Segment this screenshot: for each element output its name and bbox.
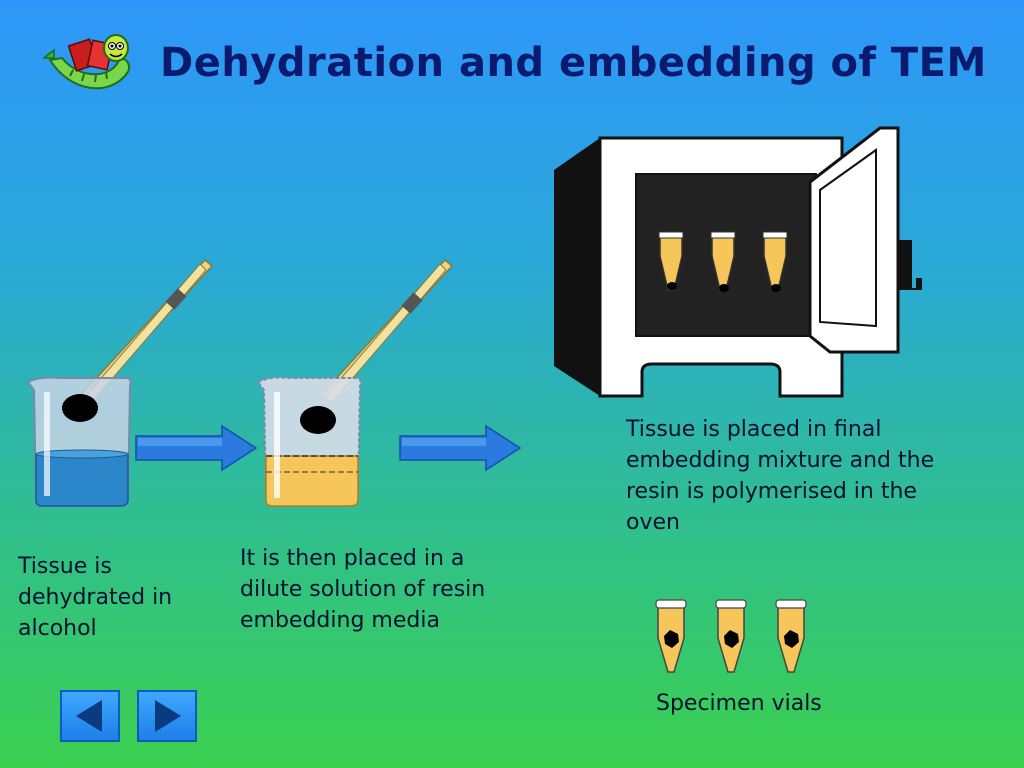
specimen-vials — [655, 599, 807, 673]
tweezers-icon — [78, 258, 214, 403]
previous-slide-button[interactable] — [60, 690, 120, 742]
arrow-right-icon — [135, 424, 258, 472]
oven-vial — [658, 231, 684, 291]
specimen-vial — [775, 599, 807, 673]
specimen-vial — [655, 599, 687, 673]
resin-beaker — [256, 258, 454, 507]
oven-vial — [762, 231, 788, 292]
oven-vial — [710, 231, 736, 292]
specimen-vials-label: Specimen vials — [656, 691, 822, 716]
step-1-caption: Tissue is dehydrated in alcohol — [18, 554, 173, 641]
step-3-caption: Tissue is placed in final embedding mixt… — [626, 417, 935, 535]
arrow-left-icon — [76, 700, 102, 732]
arrow-right-icon — [155, 700, 181, 732]
arrow-right-icon — [399, 424, 522, 472]
next-slide-button[interactable] — [137, 690, 197, 742]
specimen-vial — [715, 599, 747, 673]
slide-title: Dehydration and embedding of TEM — [160, 40, 987, 86]
alcohol-beaker — [26, 258, 214, 507]
oven — [554, 126, 922, 398]
step-2-caption: It is then placed in a dilute solution o… — [240, 546, 486, 633]
bookworm-icon — [41, 34, 130, 90]
